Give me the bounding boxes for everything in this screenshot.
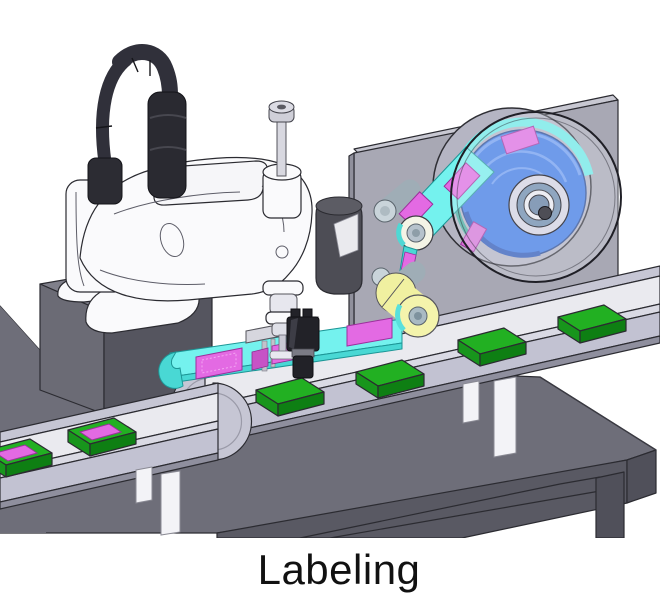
reel-shaft [538,206,552,220]
table-front-face [216,459,628,539]
cable-bend [112,44,178,104]
conveyor-leg [493,376,517,458]
outer-label-wrap [461,117,594,177]
guide-peg-upper [373,179,421,223]
conveyor-leg [135,466,153,504]
reel-hub [508,174,570,236]
cable-sleeve-right [147,91,187,199]
infeed-conveyor [170,265,660,458]
end-effector [262,280,304,360]
conveyor-nose [212,382,253,461]
camera-lens-barrel [292,355,314,379]
scara-robot [57,100,313,334]
web-label [346,317,393,347]
label-applicator [315,94,622,336]
apply-head [245,280,320,379]
cable-tube-left [96,53,133,169]
cable-arch [87,44,187,205]
caption-labeling: Labeling [257,546,421,593]
sensor-camera [286,308,320,379]
table-right-face [626,449,657,504]
conveyor-leg [462,380,480,424]
conveyor-leg [160,470,181,536]
bend-roller [396,215,434,251]
cable-collar-left [87,157,123,205]
z-axis-shaft [276,121,287,177]
web-peel-tip [158,351,184,389]
web-label [195,347,243,380]
label-on-reel [500,125,540,155]
motor-block [315,196,363,295]
table-leg [595,471,625,539]
scene-bottom-mask [0,538,660,600]
label-being-applied [251,347,269,371]
yellow-roller [375,272,440,338]
